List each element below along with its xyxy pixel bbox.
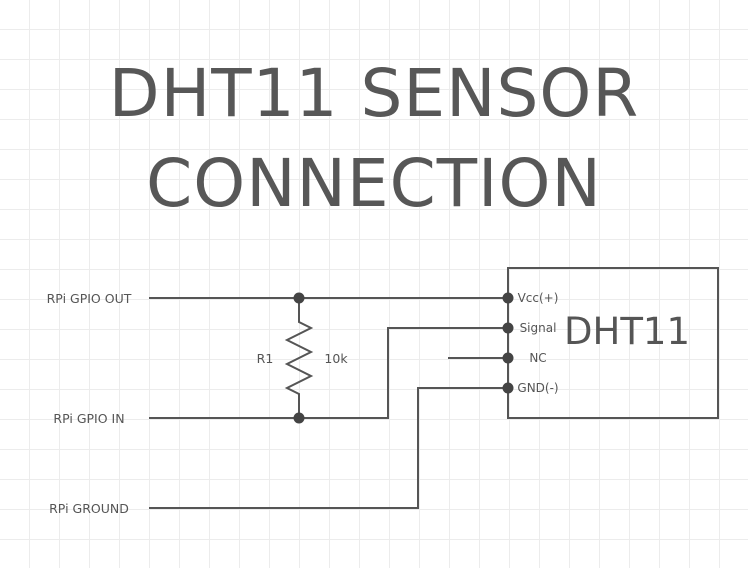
wire-gpio-in-to-signal	[149, 327, 508, 419]
wire-ground-to-gnd	[149, 387, 508, 509]
sensor-box	[507, 267, 719, 419]
pin-label-nc: NC	[529, 351, 546, 365]
pin-node-vcc	[502, 292, 514, 304]
label-rpi-ground: RPi GROUND	[49, 501, 129, 516]
sensor-name: DHT11	[564, 310, 690, 353]
resistor-designator: R1	[257, 351, 274, 366]
pin-label-signal: Signal	[520, 321, 557, 335]
pin-node-gnd	[502, 382, 514, 394]
label-rpi-gpio-out: RPi GPIO OUT	[47, 291, 132, 306]
junction-node-top	[293, 292, 305, 304]
resistor-r1-symbol	[284, 298, 314, 418]
resistor-value: 10k	[324, 351, 348, 366]
pin-label-gnd: GND(-)	[517, 381, 558, 395]
diagram-title-line-2: CONNECTION	[146, 145, 602, 222]
label-rpi-gpio-in: RPi GPIO IN	[53, 411, 124, 426]
junction-node-bottom	[293, 412, 305, 424]
diagram-title-line-1: DHT11 SENSOR	[108, 55, 640, 132]
pin-node-nc	[502, 352, 514, 364]
pin-node-signal	[502, 322, 514, 334]
pin-label-vcc: Vcc(+)	[518, 291, 559, 305]
